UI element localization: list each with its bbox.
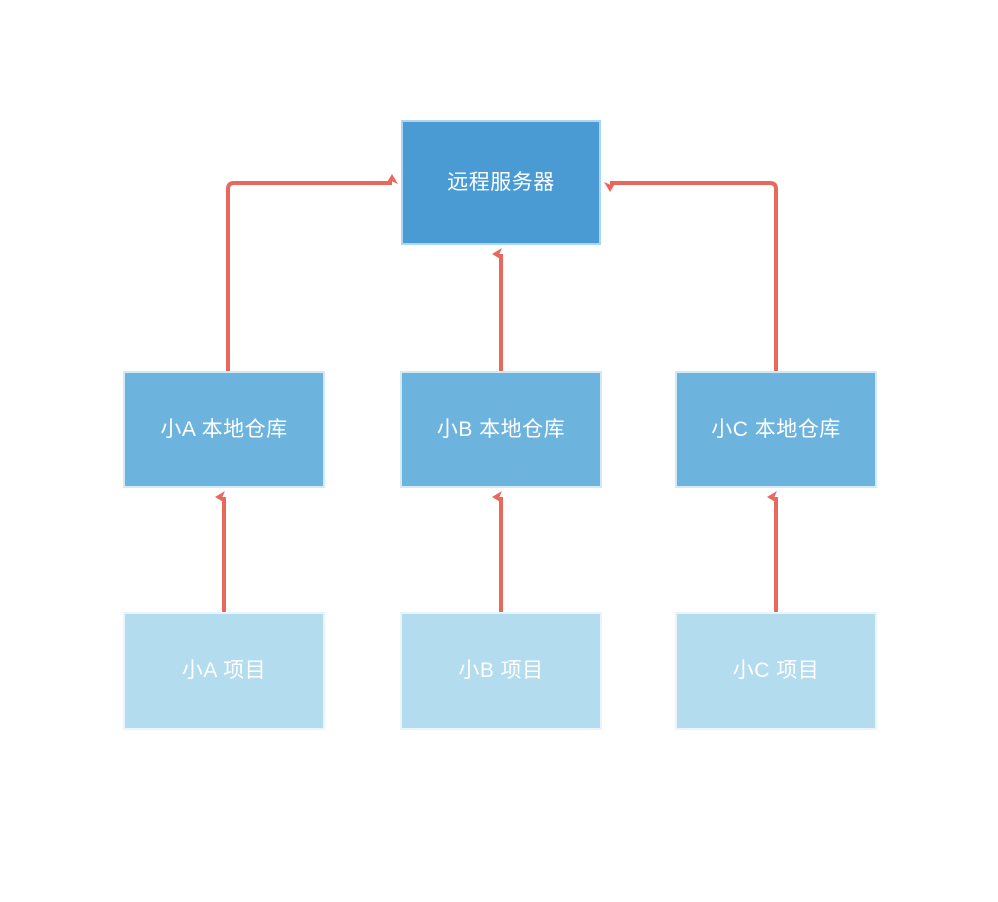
node-remote-server[interactable]: 远程服务器 (401, 120, 601, 245)
node-remote-server-label: 远程服务器 (447, 170, 555, 194)
node-project-c-label: 小C 项目 (732, 659, 820, 683)
node-project-b-label: 小B 项目 (458, 659, 544, 683)
node-project-a[interactable]: 小A 项目 (123, 612, 325, 730)
node-repo-c-label: 小C 本地仓库 (711, 417, 841, 441)
node-repo-a[interactable]: 小A 本地仓库 (123, 371, 325, 488)
node-project-a-label: 小A 项目 (181, 659, 267, 683)
node-repo-b[interactable]: 小B 本地仓库 (400, 371, 602, 488)
node-project-c[interactable]: 小C 项目 (675, 612, 877, 730)
node-repo-c[interactable]: 小C 本地仓库 (675, 371, 877, 488)
node-project-b[interactable]: 小B 项目 (400, 612, 602, 730)
edge-repo-a-to-server (226, 174, 398, 371)
node-repo-a-label: 小A 本地仓库 (160, 417, 288, 441)
edge-repo-c-to-server (604, 181, 778, 371)
node-repo-b-label: 小B 本地仓库 (436, 417, 566, 441)
